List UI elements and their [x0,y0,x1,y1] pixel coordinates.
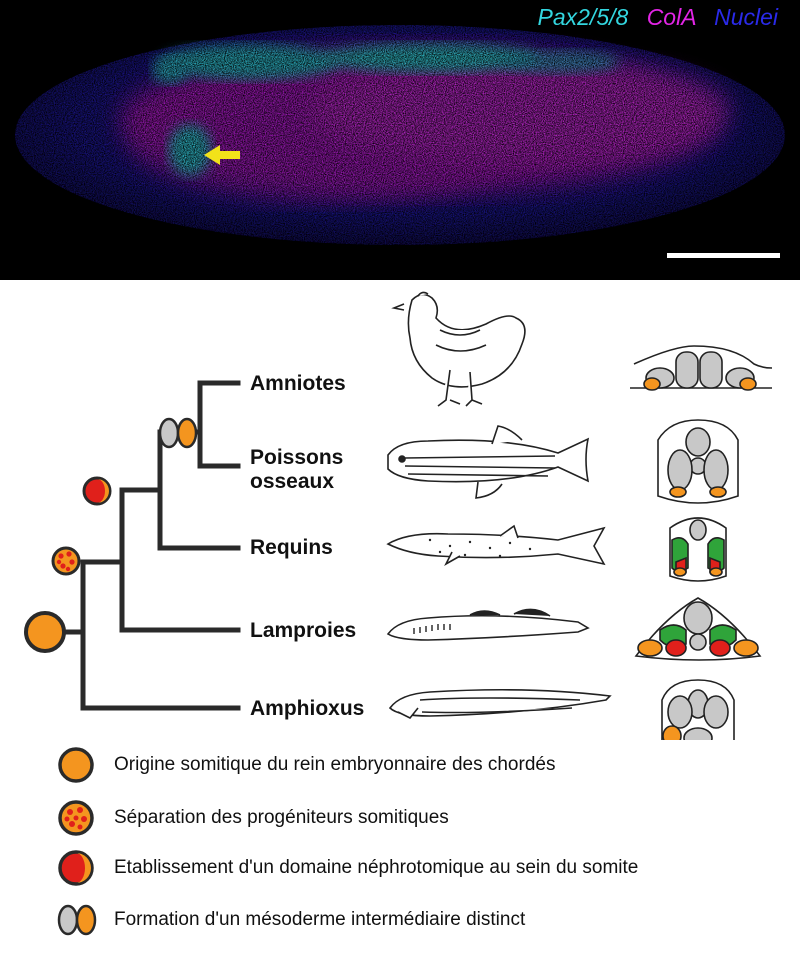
microscopy-image: Pax2/5/8 ColA Nuclei [0,0,800,280]
node-orange-circle [24,611,66,653]
section-amphioxus [661,679,735,740]
section-amniote [630,345,773,391]
taxon-label-bony-fish-line2: osseaux [250,470,335,493]
stain-label-nuclei: Nuclei [714,4,778,30]
node-grey-orange-pair [158,417,198,449]
taxon-label-lampreys: Lamproies [250,619,357,642]
stain-label-cola: ColA [646,4,696,30]
taxon-label-sharks: Requins [250,536,333,559]
taxon-label-bony-fish-line1: Poissons [250,446,344,469]
legend-item-somitic-origin: Origine somitique du rein embryonnaire d… [56,745,555,785]
red-crescent-circle-icon [58,850,94,886]
tree-branches [61,380,241,711]
legend-text-intermediate-mesoderm: Formation d'un mésoderme intermédiaire d… [114,909,526,930]
embryo-fluorescence [15,25,785,245]
taxon-label-amphioxus: Amphioxus [250,697,365,720]
section-bony-fish [657,419,739,504]
shark-illustration [386,524,606,567]
legend-text-somitic-origin: Origine somitique du rein embryonnaire d… [114,754,556,775]
taxon-label-amniotes: Amniotes [250,372,346,395]
legend-item-nephrotomic-domain: Etablissement d'un domaine néphrotomique… [56,848,638,888]
chicken-illustration [391,291,526,407]
scale-bar [667,253,780,258]
section-shark [669,517,727,582]
orange-circle-icon [58,747,94,783]
section-lamprey [634,597,762,661]
arrow-icon [204,145,240,165]
legend-text-nephrotomic-domain: Etablissement d'un domaine néphrotomique… [114,857,639,878]
legend-item-intermediate-mesoderm: Formation d'un mésoderme intermédiaire d… [56,900,525,940]
legend-text-progenitor-separation: Séparation des progéniteurs somitiques [114,807,449,828]
amphioxus-illustration [388,688,612,720]
stain-label-pax: Pax2/5/8 [537,4,629,30]
taxon-label-bony-fish: Poissons osseaux [250,446,343,494]
legend-item-progenitor-separation: Séparation des progéniteurs somitiques [56,798,449,838]
node-red-crescent-circle [82,476,112,506]
node-dotted-circle [51,546,81,576]
grey-orange-pair-icon [57,904,97,936]
zebrafish-illustration [387,425,590,499]
dotted-circle-icon [58,800,94,836]
phylogenetic-tree [24,291,773,740]
lamprey-illustration [386,608,590,641]
stain-legend: Pax2/5/8 ColA Nuclei [526,4,779,31]
